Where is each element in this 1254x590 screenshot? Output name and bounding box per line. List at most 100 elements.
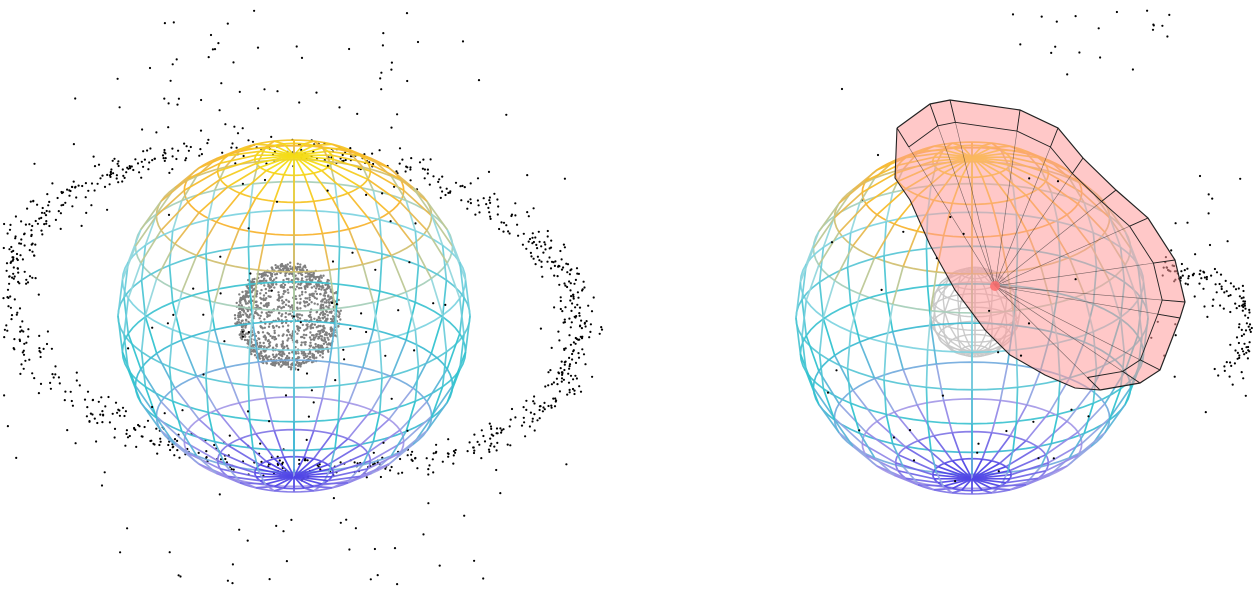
ring-point: [59, 212, 63, 215]
inner-cluster-point: [321, 350, 324, 353]
ring-point: [546, 260, 549, 263]
ring-point: [22, 349, 25, 352]
inner-cluster-point: [264, 303, 268, 306]
sphere-longitude-segment: [1006, 449, 1014, 473]
ring-point: [482, 434, 485, 438]
ring-point: [10, 314, 14, 317]
scatter-point: [345, 518, 348, 521]
scatter-point: [1151, 28, 1155, 31]
ring-point: [542, 406, 545, 409]
ring-point: [128, 165, 132, 168]
ring-point: [75, 379, 78, 382]
ring-point: [12, 347, 15, 350]
sphere-longitude-segment: [1108, 387, 1132, 419]
sphere-longitude-segment: [127, 262, 142, 299]
scatter-point: [354, 527, 357, 530]
ring-point: [38, 334, 41, 337]
sphere-longitude-segment: [255, 143, 275, 147]
ring-point: [536, 255, 540, 258]
sphere-longitude-segment: [321, 169, 349, 194]
inner-cluster-point: [322, 329, 326, 333]
ring-point: [1245, 322, 1248, 325]
sphere-longitude-segment: [337, 212, 341, 247]
inner-cluster-point: [312, 292, 315, 295]
sphere-longitude-segment: [171, 291, 183, 330]
scatter-point: [495, 427, 499, 430]
scatter-point: [163, 22, 166, 25]
ring-point: [24, 223, 27, 226]
sphere-longitude-segment: [938, 278, 950, 289]
ring-point: [600, 326, 603, 329]
inner-cluster-point: [319, 354, 322, 357]
ring-point: [473, 433, 476, 436]
ring-point: [577, 352, 580, 355]
ring-point: [46, 330, 50, 333]
scatter-point: [1152, 24, 1155, 27]
ring-point: [86, 390, 90, 393]
inner-cluster-point: [319, 306, 323, 309]
sphere-longitude-segment: [414, 230, 420, 266]
ring-point: [401, 471, 404, 474]
sphere-longitude-segment: [331, 479, 350, 489]
ring-point: [40, 211, 44, 214]
sphere-longitude-segment: [991, 487, 1011, 491]
scatter-point: [396, 583, 399, 586]
sphere-longitude-segment: [327, 150, 361, 157]
ring-point: [489, 425, 493, 428]
ring-point: [1198, 273, 1201, 276]
ring-point: [505, 224, 508, 227]
sphere-longitude-segment: [160, 401, 189, 431]
ring-point: [379, 475, 382, 479]
inner-cluster-point: [241, 313, 245, 316]
ring-point: [1242, 333, 1246, 336]
sphere-longitude-segment: [818, 353, 825, 389]
inner-cluster-point: [300, 343, 303, 347]
ring-point: [1205, 275, 1208, 279]
ring-point: [558, 283, 561, 286]
sphere-longitude-segment: [984, 337, 995, 348]
sphere-longitude-segment: [121, 245, 137, 281]
ring-point: [472, 451, 476, 455]
sphere-longitude-segment: [155, 353, 176, 389]
sphere-longitude-segment: [390, 255, 407, 293]
ring-point: [577, 296, 580, 299]
sphere-longitude-segment: [930, 449, 938, 473]
inner-cluster-point: [244, 326, 247, 329]
sphere-longitude-segment: [388, 387, 414, 420]
scatter-point: [988, 309, 991, 312]
scatter-point: [365, 193, 368, 196]
ring-point: [447, 452, 450, 455]
ring-point: [575, 267, 579, 270]
ring-point: [538, 417, 541, 420]
ring-point: [502, 221, 506, 224]
sphere-longitude-segment: [849, 293, 861, 332]
inner-cluster-point: [317, 337, 320, 340]
ring-point: [571, 358, 574, 361]
sphere-longitude-segment: [399, 430, 428, 454]
inner-cluster-point: [286, 347, 290, 350]
scatter-point: [307, 415, 310, 418]
scatter-point: [241, 182, 244, 185]
sphere-longitude-segment: [961, 478, 973, 491]
sphere-longitude-segment: [938, 335, 950, 346]
inner-cluster-point: [258, 341, 262, 344]
inner-cluster-point: [309, 341, 312, 344]
inner-cluster-point: [258, 354, 261, 357]
inner-cluster-point: [271, 267, 274, 270]
inner-cluster-point: [308, 298, 311, 302]
ring-point: [488, 211, 491, 214]
sphere-longitude-segment: [885, 414, 894, 444]
ring-point: [36, 222, 40, 225]
inner-cluster-point: [252, 350, 255, 353]
sphere-longitude-segment: [865, 431, 899, 456]
ring-point: [1220, 285, 1223, 288]
inner-cluster-point: [244, 312, 247, 315]
ring-point: [1238, 354, 1241, 357]
ring-point: [1181, 274, 1184, 277]
inner-cluster-point: [263, 350, 266, 353]
ring-point: [24, 359, 27, 362]
ring-point: [476, 177, 480, 180]
inner-cluster-point: [278, 305, 281, 308]
ring-point: [1225, 361, 1228, 364]
